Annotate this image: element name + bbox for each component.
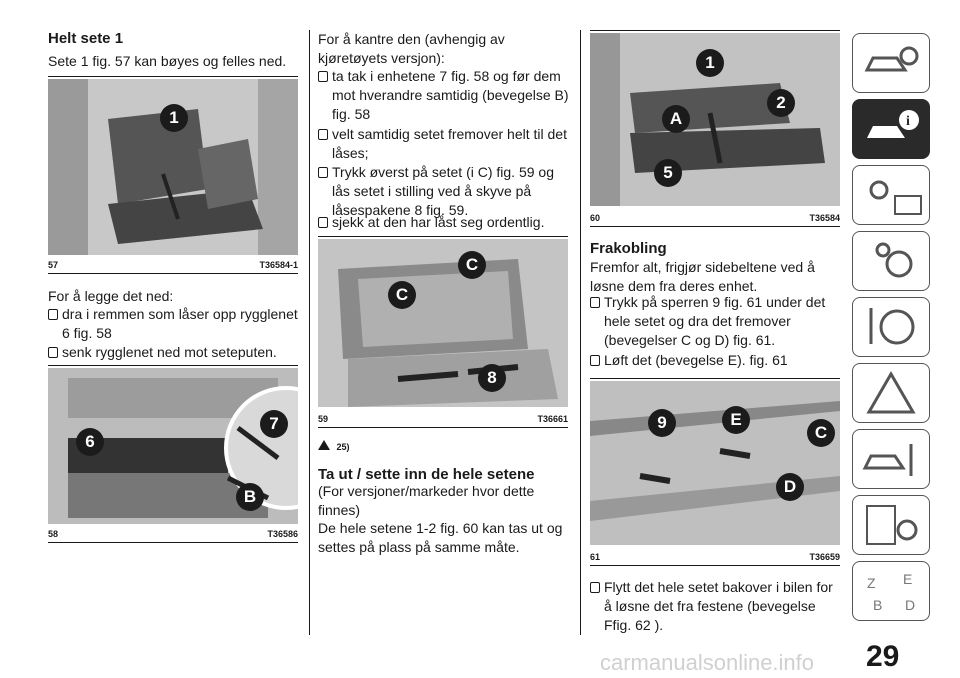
figure-59: C C 8 59 T36661 <box>318 236 568 428</box>
lower-title: For å legge det ned: <box>48 288 174 304</box>
figure-57: 1 57 T36584-1 <box>48 76 298 274</box>
bullet-item: ta tak i enhetene 7 fig. 58 og før dem m… <box>318 67 572 124</box>
seat-fold-illustration <box>48 79 298 255</box>
svg-text:B: B <box>873 597 882 613</box>
subheading: (For versjoner/markeder hvor dette finne… <box>318 483 535 518</box>
warning-triangle-icon <box>866 371 916 414</box>
figure-caption: 57 T36584-1 <box>48 257 298 273</box>
callout-1: 1 <box>696 49 724 77</box>
bullet-item: senk rygglenet ned mot seteputen. <box>48 343 298 362</box>
warning-ref-number: 25) <box>336 442 350 452</box>
callout-2: 2 <box>767 89 795 117</box>
figure-61: 9 E C D 61 T36659 <box>590 378 840 566</box>
figure-caption: 60 T36584 <box>590 210 840 226</box>
settings-list-icon <box>866 505 918 545</box>
tab-car-service[interactable] <box>852 429 930 489</box>
alphabet-index-icon: Z E B D <box>867 571 915 613</box>
intro-text: Sete 1 fig. 57 kan bøyes og felles ned. <box>48 53 287 69</box>
car-service-icon <box>862 444 913 476</box>
figure-58: 6 7 B 58 T36586 <box>48 365 298 543</box>
callout-c: C <box>388 281 416 309</box>
car-search-icon <box>864 46 919 72</box>
figure-caption: 59 T36661 <box>318 411 568 427</box>
light-signal-icon <box>869 180 922 215</box>
bullet-item: Trykk på sperren 9 fig. 61 under det hel… <box>590 293 844 350</box>
warning-icon <box>318 440 330 450</box>
tab-steering[interactable] <box>852 297 930 357</box>
figure-number: 58 <box>48 529 59 539</box>
tab-alphabet-index[interactable]: Z E B D <box>852 561 930 621</box>
airbag-icon <box>875 242 913 278</box>
steering-icon <box>869 308 915 345</box>
svg-text:i: i <box>906 114 910 129</box>
figure-code: T36584-1 <box>259 260 298 270</box>
callout-e: E <box>722 406 750 434</box>
intro-text: Fremfor alt, frigjør sidebeltene ved å l… <box>590 259 815 294</box>
section-heading: Helt sete 1 <box>48 30 124 47</box>
figure-61-image: 9 E C D <box>590 381 840 545</box>
seat-lock-illustration <box>318 239 568 407</box>
column-divider <box>309 30 310 635</box>
seat-latch-illustration <box>590 381 840 545</box>
tab-warning[interactable] <box>852 363 930 423</box>
callout-d: D <box>776 473 804 501</box>
svg-text:E: E <box>903 571 912 587</box>
section-heading: Frakobling <box>590 240 667 257</box>
column-divider <box>580 30 581 635</box>
figure-code: T36586 <box>267 529 298 539</box>
figure-code: T36659 <box>809 552 840 562</box>
svg-text:D: D <box>905 597 915 613</box>
callout-1: 1 <box>160 104 188 132</box>
car-info-icon: i <box>867 110 919 138</box>
figure-60: 1 2 A 5 60 T36584 <box>590 30 840 227</box>
tab-settings-list[interactable] <box>852 495 930 555</box>
callout-7: 7 <box>260 410 288 438</box>
tab-car-search[interactable] <box>852 33 930 93</box>
callout-a: A <box>662 105 690 133</box>
figure-number: 61 <box>590 552 601 562</box>
figure-caption: 58 T36586 <box>48 526 298 542</box>
paragraph: De hele setene 1-2 fig. 60 kan tas ut og… <box>318 520 563 555</box>
seat-removal-illustration <box>590 33 840 206</box>
bullet-item: Trykk øverst på setet (i C) fig. 59 og l… <box>318 163 572 220</box>
figure-57-image: 1 <box>48 79 298 255</box>
tab-car-info[interactable]: i <box>852 99 930 159</box>
callout-b: B <box>236 483 264 511</box>
svg-text:Z: Z <box>867 575 876 591</box>
bullet-item: velt samtidig setet fremover helt til de… <box>318 125 572 163</box>
page-number: 29 <box>866 640 900 673</box>
figure-caption: 61 T36659 <box>590 549 840 565</box>
figure-58-image: 6 7 B <box>48 368 298 524</box>
figure-code: T36584 <box>809 213 840 223</box>
bullet-item: Løft det (bevegelse E). fig. 61 <box>590 351 844 370</box>
bullet-item: sjekk at den har låst seg ordentlig. <box>318 213 572 232</box>
figure-59-image: C C 8 <box>318 239 568 407</box>
warning-ref: 25) <box>318 440 350 452</box>
figure-number: 59 <box>318 414 329 424</box>
callout-8: 8 <box>478 364 506 392</box>
intro-text: For å kantre den (avhengig av kjøretøyet… <box>318 31 505 66</box>
callout-6: 6 <box>76 428 104 456</box>
figure-number: 57 <box>48 260 59 270</box>
figure-number: 60 <box>590 213 601 223</box>
section-heading: Ta ut / sette inn de hele setene <box>318 466 535 483</box>
bullet-item: dra i remmen som låser opp rygglenet 6 f… <box>48 305 298 343</box>
callout-c: C <box>458 251 486 279</box>
figure-60-image: 1 2 A 5 <box>590 33 840 206</box>
footer-watermark: carmanualsonline.info <box>600 650 815 675</box>
tab-airbag[interactable] <box>852 231 930 291</box>
bullet-item: Flytt det hele setet bakover i bilen for… <box>590 578 844 635</box>
figure-code: T36661 <box>537 414 568 424</box>
callout-c: C <box>807 419 835 447</box>
callout-5: 5 <box>654 159 682 187</box>
callout-9: 9 <box>648 409 676 437</box>
tab-light-signal[interactable] <box>852 165 930 225</box>
